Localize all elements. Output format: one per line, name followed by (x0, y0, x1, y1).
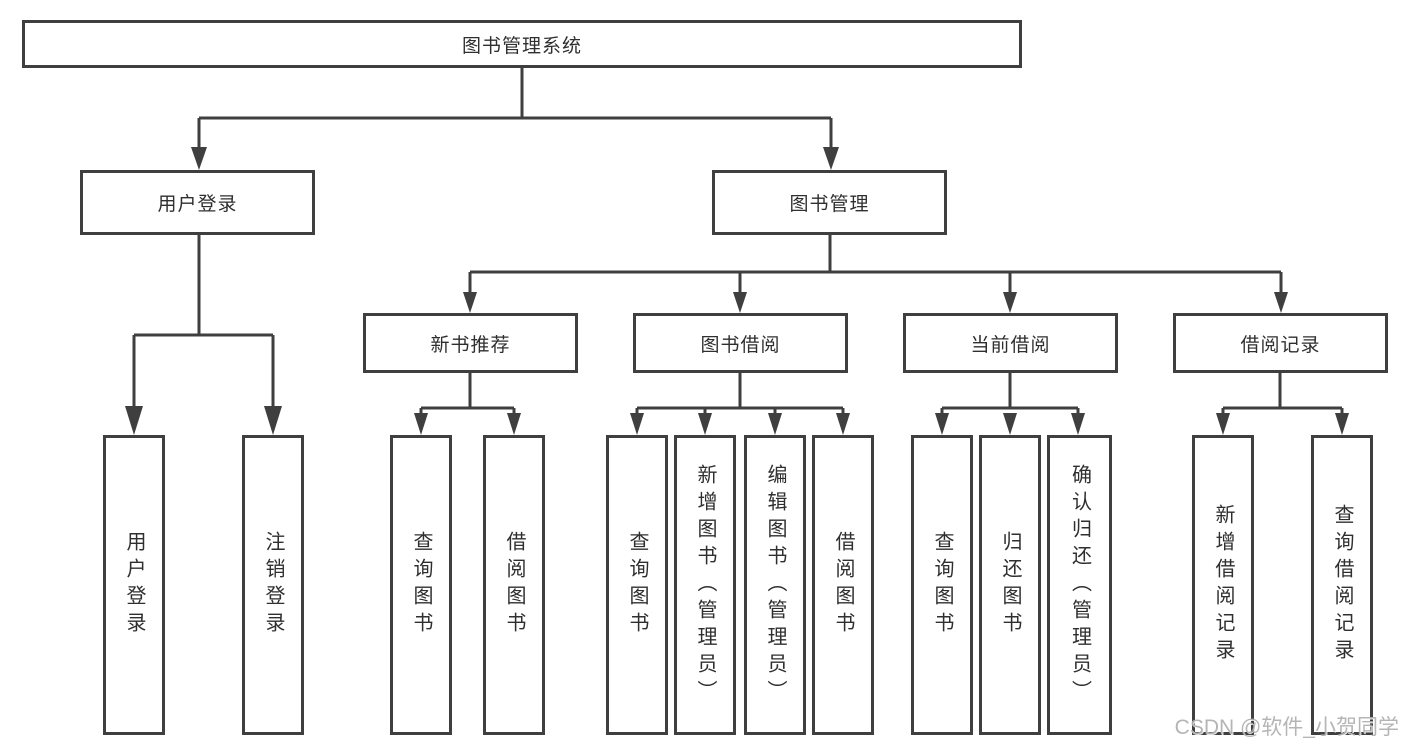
node-new-book-recommend: 新书推荐 (363, 313, 578, 373)
leaf-current-query-books: 查询图书 (911, 435, 973, 735)
node-current-borrow: 当前借阅 (903, 313, 1118, 373)
leaf-add-books-admin: 新增图书（管理员） (674, 435, 736, 735)
leaf-logout: 注销登录 (242, 435, 304, 735)
leaf-borrow-query-books-label: 查询图书 (626, 531, 648, 639)
leaf-current-query-books-label: 查询图书 (931, 531, 953, 639)
leaf-confirm-return-admin-label: 确认归还（管理员） (1068, 463, 1091, 707)
leaf-return-books-label: 归还图书 (999, 531, 1021, 639)
leaf-add-borrow-record-label: 新增借阅记录 (1212, 504, 1234, 666)
leaf-edit-books-admin-label: 编辑图书（管理员） (764, 463, 786, 707)
leaf-edit-books-admin: 编辑图书（管理员） (744, 435, 806, 735)
leaf-newbook-borrow-books: 借阅图书 (483, 435, 545, 735)
leaf-borrow-query-books: 查询图书 (606, 435, 668, 735)
leaf-user-login-label: 用户登录 (123, 531, 145, 639)
node-book-management: 图书管理 (712, 170, 947, 235)
leaf-newbook-query-books-label: 查询图书 (410, 531, 432, 639)
node-user-login: 用户登录 (80, 170, 315, 235)
leaf-newbook-borrow-books-label: 借阅图书 (503, 531, 525, 639)
node-book-borrow: 图书借阅 (633, 313, 848, 373)
node-root-system: 图书管理系统 (22, 20, 1022, 68)
leaf-add-books-admin-label: 新增图书（管理员） (694, 463, 716, 707)
leaf-query-borrow-record: 查询借阅记录 (1311, 435, 1373, 735)
leaf-borrow-books-label: 借阅图书 (832, 531, 854, 639)
leaf-add-borrow-record: 新增借阅记录 (1192, 435, 1254, 735)
leaf-logout-label: 注销登录 (262, 531, 284, 639)
leaf-newbook-query-books: 查询图书 (390, 435, 452, 735)
leaf-borrow-books: 借阅图书 (812, 435, 874, 735)
csdn-watermark: CSDN @软件_小贺同学 (1174, 716, 1399, 739)
node-borrow-records: 借阅记录 (1173, 313, 1388, 373)
leaf-return-books: 归还图书 (979, 435, 1041, 735)
leaf-confirm-return-admin: 确认归还（管理员） (1047, 435, 1112, 735)
leaf-query-borrow-record-label: 查询借阅记录 (1331, 504, 1353, 666)
leaf-user-login: 用户登录 (103, 435, 165, 735)
